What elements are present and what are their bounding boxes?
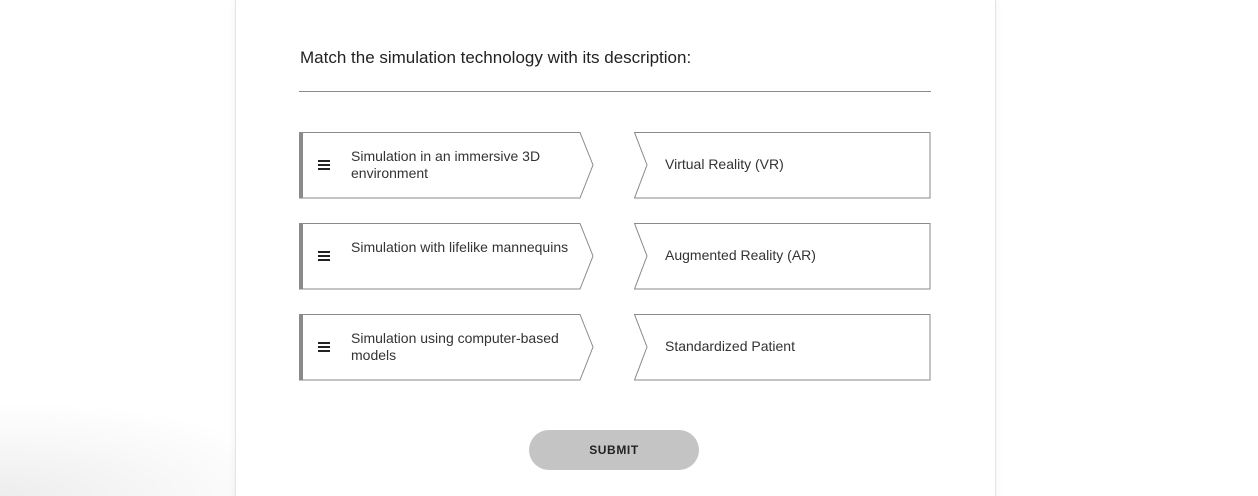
answer-label: Standardized Patient: [665, 338, 795, 354]
prompt-item-3[interactable]: Simulation using computer-based models: [299, 314, 595, 381]
prompt-item-1[interactable]: Simulation in an immersive 3D environmen…: [299, 132, 595, 199]
answer-shape: [634, 223, 931, 290]
question-divider: [299, 91, 931, 92]
submit-button[interactable]: SUBMIT: [529, 430, 699, 470]
answer-slot-1[interactable]: Virtual Reality (VR): [634, 132, 931, 199]
prompt-label: Simulation in an immersive 3D environmen…: [351, 148, 541, 181]
answer-slot-2[interactable]: Augmented Reality (AR): [634, 223, 931, 290]
prompt-item-2[interactable]: Simulation with lifelike mannequins: [299, 223, 595, 290]
drag-handle-icon[interactable]: [317, 336, 331, 358]
drag-handle-icon[interactable]: [317, 154, 331, 176]
prompt-label: Simulation using computer-based models: [351, 330, 559, 363]
drag-handle-icon[interactable]: [317, 245, 331, 267]
answer-label: Virtual Reality (VR): [665, 156, 784, 172]
prompt-label: Simulation with lifelike mannequins: [351, 239, 569, 255]
answer-slot-3[interactable]: Standardized Patient: [634, 314, 931, 381]
prompt-shape: [299, 314, 594, 381]
question-card: Match the simulation technology with its…: [235, 0, 996, 496]
answer-label: Augmented Reality (AR): [665, 247, 816, 263]
prompt-shape: [299, 223, 594, 290]
answer-shape: [634, 132, 931, 199]
question-text: Match the simulation technology with its…: [300, 48, 692, 67]
prompt-shape: [299, 132, 594, 199]
answer-shape: [634, 314, 931, 381]
